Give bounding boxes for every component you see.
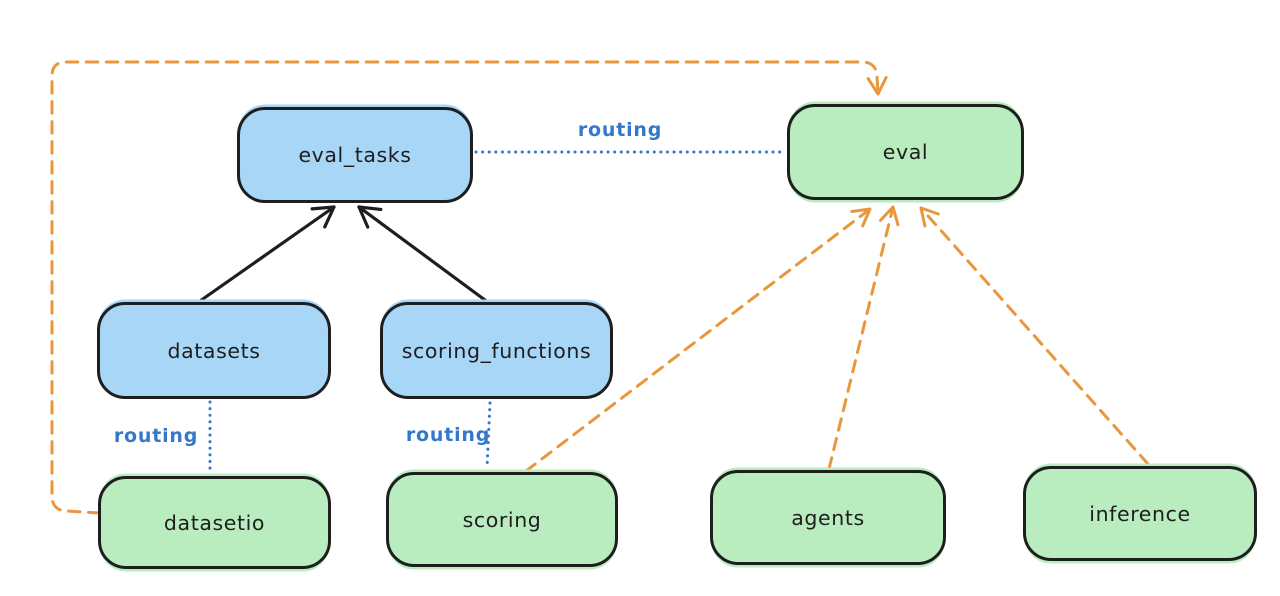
edge-datasets-to-eval-tasks [198, 205, 336, 303]
node-scoring-label: scoring [462, 507, 542, 532]
node-datasetio-label: datasetio [163, 510, 266, 535]
node-eval-label: eval [882, 140, 929, 164]
node-scoring-functions: scoring_functions [380, 302, 613, 399]
node-eval: eval [787, 104, 1024, 200]
node-datasets-label: datasets [167, 338, 261, 363]
edge-label-routing-datasets-to-datasetio: routing [113, 425, 199, 447]
node-inference: inference [1023, 466, 1257, 561]
edge-inference-to-eval [919, 206, 1150, 466]
edge-agents-to-eval [827, 205, 900, 471]
node-eval-tasks: eval_tasks [237, 107, 473, 203]
node-inference-label: inference [1089, 501, 1191, 526]
node-scoring-functions-label: scoring_functions [401, 338, 592, 363]
node-datasets: datasets [97, 302, 331, 399]
edge-scoring-functions-to-eval-tasks [357, 205, 491, 305]
node-scoring: scoring [386, 472, 618, 567]
node-eval-tasks-label: eval_tasks [298, 143, 412, 167]
edge-routing-scoring-functions-to-scoring [485, 401, 492, 470]
node-datasetio: datasetio [98, 476, 331, 569]
node-agents-label: agents [791, 505, 865, 530]
edge-label-routing-scoring-functions-to-scoring: routing [405, 424, 491, 446]
node-agents: agents [710, 470, 946, 565]
edge-label-routing-eval-tasks-to-eval: routing [577, 119, 663, 141]
edge-scoring-to-eval [524, 207, 872, 473]
edge-datasetio-to-eval [50, 60, 888, 515]
